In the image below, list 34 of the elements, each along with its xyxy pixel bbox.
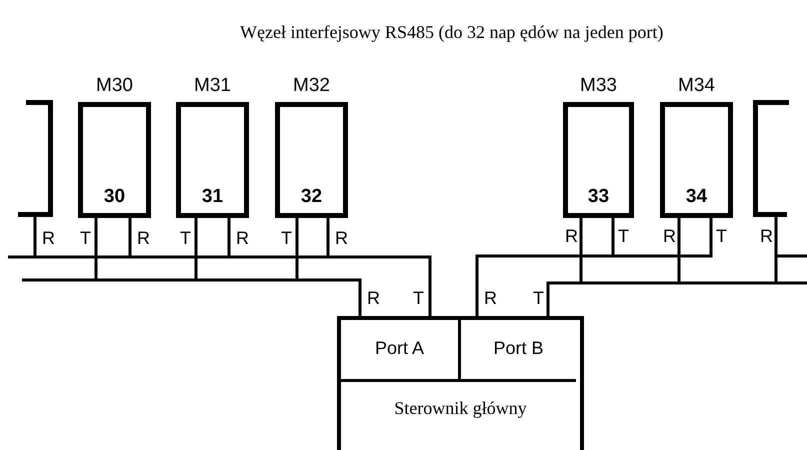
pin-label: R bbox=[760, 226, 773, 246]
module-label: M34 bbox=[677, 76, 716, 96]
pin-label: R bbox=[236, 228, 249, 248]
pin-label: T bbox=[281, 228, 292, 248]
module-number: 30 bbox=[102, 187, 126, 207]
pin-label: R bbox=[565, 226, 578, 246]
pin-label: R bbox=[663, 226, 676, 246]
module-number: 31 bbox=[200, 187, 224, 207]
pin-label: T bbox=[80, 228, 91, 248]
diagram-title: Węzeł interfejsowy RS485 (do 32 nap ędów na jeden port) bbox=[240, 22, 664, 43]
pin-label: R bbox=[42, 228, 55, 248]
pin-label: R bbox=[367, 288, 380, 308]
pin-label: T bbox=[180, 228, 191, 248]
module-number: 34 bbox=[684, 187, 708, 207]
controller-label: Sterownik główny bbox=[393, 398, 528, 419]
module-label: M33 bbox=[579, 76, 618, 96]
module-number: 33 bbox=[586, 187, 610, 207]
pin-label: T bbox=[618, 226, 629, 246]
pin-label: T bbox=[533, 288, 544, 308]
pin-label: R bbox=[335, 228, 348, 248]
pin-label: T bbox=[716, 226, 727, 246]
port-box bbox=[458, 320, 576, 382]
module-label: M31 bbox=[193, 76, 232, 96]
pin-label: R bbox=[484, 288, 497, 308]
port-label: Port A bbox=[374, 338, 426, 359]
pin-label: R bbox=[137, 228, 150, 248]
controller-box bbox=[337, 316, 584, 450]
port-label: Port B bbox=[492, 338, 545, 359]
pin-label: T bbox=[413, 288, 424, 308]
module-number: 32 bbox=[300, 187, 324, 207]
wire bbox=[546, 217, 778, 318]
wire bbox=[476, 218, 712, 318]
module-label: M30 bbox=[95, 76, 134, 96]
module-label: M32 bbox=[292, 76, 331, 96]
